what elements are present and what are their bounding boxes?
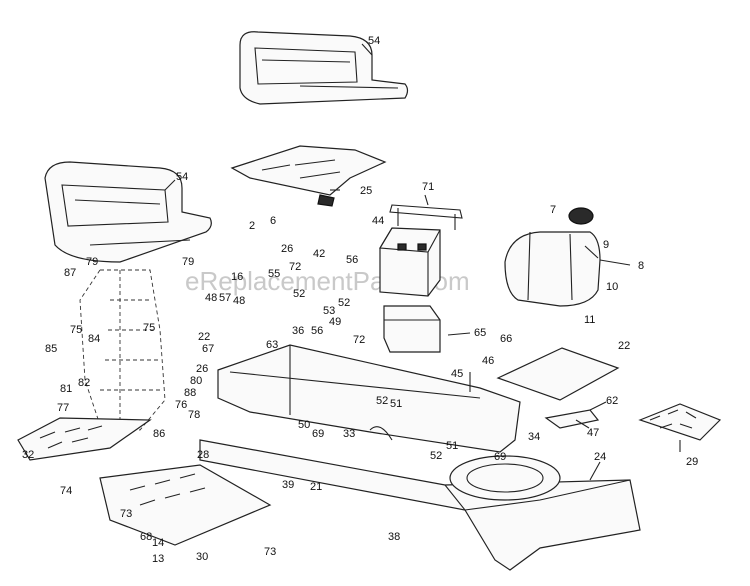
battery-tray <box>383 305 441 353</box>
callout-69: 69 <box>312 428 324 440</box>
callout-6: 6 <box>270 215 276 227</box>
callout-76: 76 <box>175 399 187 411</box>
callout-49: 49 <box>329 316 341 328</box>
callout-52: 52 <box>338 297 350 309</box>
callout-71: 71 <box>422 181 434 193</box>
callout-79: 79 <box>86 256 98 268</box>
callout-11: 11 <box>584 314 595 326</box>
callout-62: 62 <box>606 395 618 407</box>
callout-78: 78 <box>188 409 200 421</box>
callout-52: 52 <box>376 395 388 407</box>
callout-48: 48 <box>205 292 217 304</box>
frame <box>199 439 641 571</box>
callout-77: 77 <box>57 402 69 414</box>
callout-45: 45 <box>451 368 463 380</box>
callout-14: 14 <box>152 537 164 549</box>
floor-mat <box>17 417 152 461</box>
callout-28: 28 <box>197 449 209 461</box>
upper-seat <box>239 31 409 105</box>
callout-9: 9 <box>603 239 609 251</box>
console-plate <box>496 347 620 401</box>
callout-75: 75 <box>70 324 82 336</box>
callout-26: 26 <box>281 243 293 255</box>
callout-16: 16 <box>231 271 243 283</box>
foot-pedal <box>638 403 722 441</box>
callout-80: 80 <box>190 375 202 387</box>
battery <box>379 227 441 297</box>
callout-81: 81 <box>60 383 72 395</box>
callout-42: 42 <box>313 248 325 260</box>
callout-56: 56 <box>346 254 358 266</box>
callout-56: 56 <box>311 325 323 337</box>
callout-30: 30 <box>196 551 208 563</box>
callout-38: 38 <box>388 531 400 543</box>
callout-32: 32 <box>22 449 34 461</box>
callout-79: 79 <box>182 256 194 268</box>
callout-82: 82 <box>78 377 90 389</box>
callout-29: 29 <box>686 456 698 468</box>
callout-68: 68 <box>140 531 152 543</box>
callout-46: 46 <box>482 355 494 367</box>
callout-72: 72 <box>289 261 301 273</box>
callout-21: 21 <box>310 481 322 493</box>
callout-67: 67 <box>202 343 214 355</box>
callout-8: 8 <box>638 260 644 272</box>
callout-88: 88 <box>184 387 196 399</box>
callout-57: 57 <box>219 292 231 304</box>
callout-34: 34 <box>528 431 540 443</box>
callout-24: 24 <box>594 451 606 463</box>
callout-22: 22 <box>198 331 210 343</box>
callout-47: 47 <box>587 427 599 439</box>
callout-66: 66 <box>500 333 512 345</box>
callout-2: 2 <box>249 220 255 232</box>
callout-87: 87 <box>64 267 76 279</box>
callout-36: 36 <box>292 325 304 337</box>
callout-25: 25 <box>360 185 372 197</box>
callout-51: 51 <box>446 440 458 452</box>
leader-lines <box>164 43 681 481</box>
callout-73: 73 <box>264 546 276 558</box>
callout-84: 84 <box>88 333 100 345</box>
callout-52: 52 <box>293 288 305 300</box>
callout-26: 26 <box>196 363 208 375</box>
footrest-plate <box>99 464 272 546</box>
lower-seat <box>44 161 212 263</box>
battery-hold-down <box>389 204 463 230</box>
callout-50: 50 <box>298 419 310 431</box>
callout-33: 33 <box>343 428 355 440</box>
callout-86: 86 <box>153 428 165 440</box>
callout-65: 65 <box>474 327 486 339</box>
callout-73: 73 <box>120 508 132 520</box>
callout-51: 51 <box>390 398 402 410</box>
callout-75: 75 <box>143 322 155 334</box>
callout-52: 52 <box>430 450 442 462</box>
callout-55: 55 <box>268 268 280 280</box>
callout-63: 63 <box>266 339 278 351</box>
fuel-tank <box>504 207 601 307</box>
callout-7: 7 <box>550 204 556 216</box>
callout-39: 39 <box>282 479 294 491</box>
seat-mount-plate <box>230 145 387 207</box>
callout-labels: 54 54 25 6 71 44 7 9 8 10 11 2 26 42 72 … <box>22 35 698 565</box>
callout-74: 74 <box>60 485 72 497</box>
callout-69: 69 <box>494 451 506 463</box>
seat-pedestal <box>79 269 166 431</box>
callout-85: 85 <box>45 343 57 355</box>
callout-44: 44 <box>372 215 384 227</box>
bracket <box>544 409 600 429</box>
callout-72: 72 <box>353 334 365 346</box>
callout-48: 48 <box>233 295 245 307</box>
callout-54: 54 <box>176 171 188 183</box>
callout-54: 54 <box>368 35 380 47</box>
callout-53: 53 <box>323 305 335 317</box>
callout-10: 10 <box>606 281 618 293</box>
callout-13: 13 <box>152 553 164 565</box>
fender-body <box>217 344 521 453</box>
callout-22: 22 <box>618 340 630 352</box>
